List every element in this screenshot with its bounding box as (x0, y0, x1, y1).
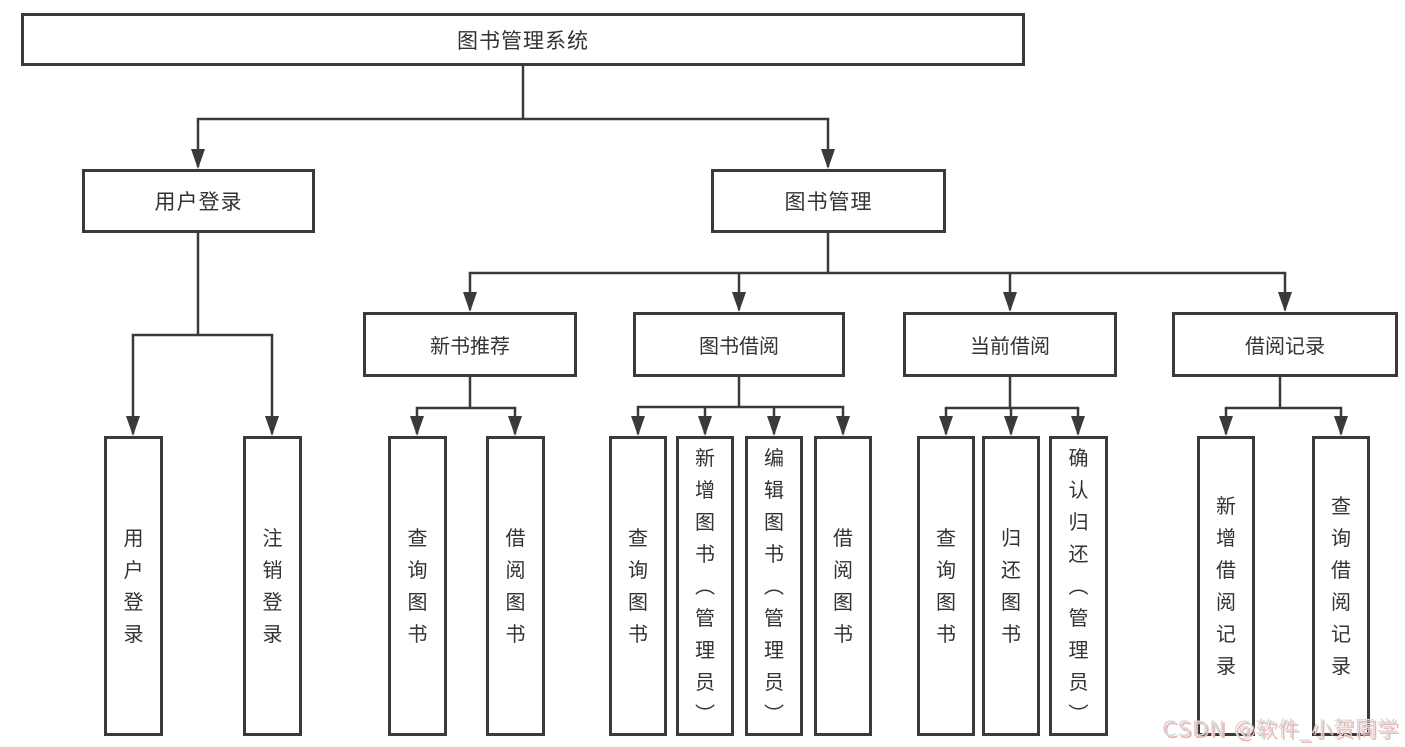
node-library-system: 图书管理系统 (21, 13, 1025, 66)
leaf-newbook-borrow-book: 借阅图书 (486, 436, 545, 736)
leaf-borrow-add-book-admin: 新增图书︵管理员︶ (676, 436, 734, 736)
node-current-borrow: 当前借阅 (903, 312, 1117, 377)
leaf-current-return-book: 归还图书 (982, 436, 1040, 736)
leaf-newbook-query-book: 查询图书 (388, 436, 447, 736)
node-book-borrow: 图书借阅 (633, 312, 845, 377)
leaf-record-add-record: 新增借阅记录 (1197, 436, 1255, 736)
leaf-borrow-edit-book-admin: 编辑图书︵管理员︶ (745, 436, 803, 736)
node-book-management: 图书管理 (711, 169, 946, 233)
leaf-logout-login: 注销登录 (243, 436, 302, 736)
node-user-login: 用户登录 (82, 169, 315, 233)
node-borrow-record: 借阅记录 (1172, 312, 1398, 377)
leaf-current-confirm-return-admin: 确认归还︵管理员︶ (1049, 436, 1108, 736)
leaf-borrow-query-book: 查询图书 (609, 436, 667, 736)
leaf-current-query-book: 查询图书 (917, 436, 975, 736)
leaf-borrow-borrow-book: 借阅图书 (814, 436, 872, 736)
watermark: CSDN @软件_小贺同学 (1161, 717, 1399, 741)
leaf-user-login: 用户登录 (104, 436, 163, 736)
node-new-book-recommend: 新书推荐 (363, 312, 577, 377)
leaf-record-query-record: 查询借阅记录 (1312, 436, 1370, 736)
